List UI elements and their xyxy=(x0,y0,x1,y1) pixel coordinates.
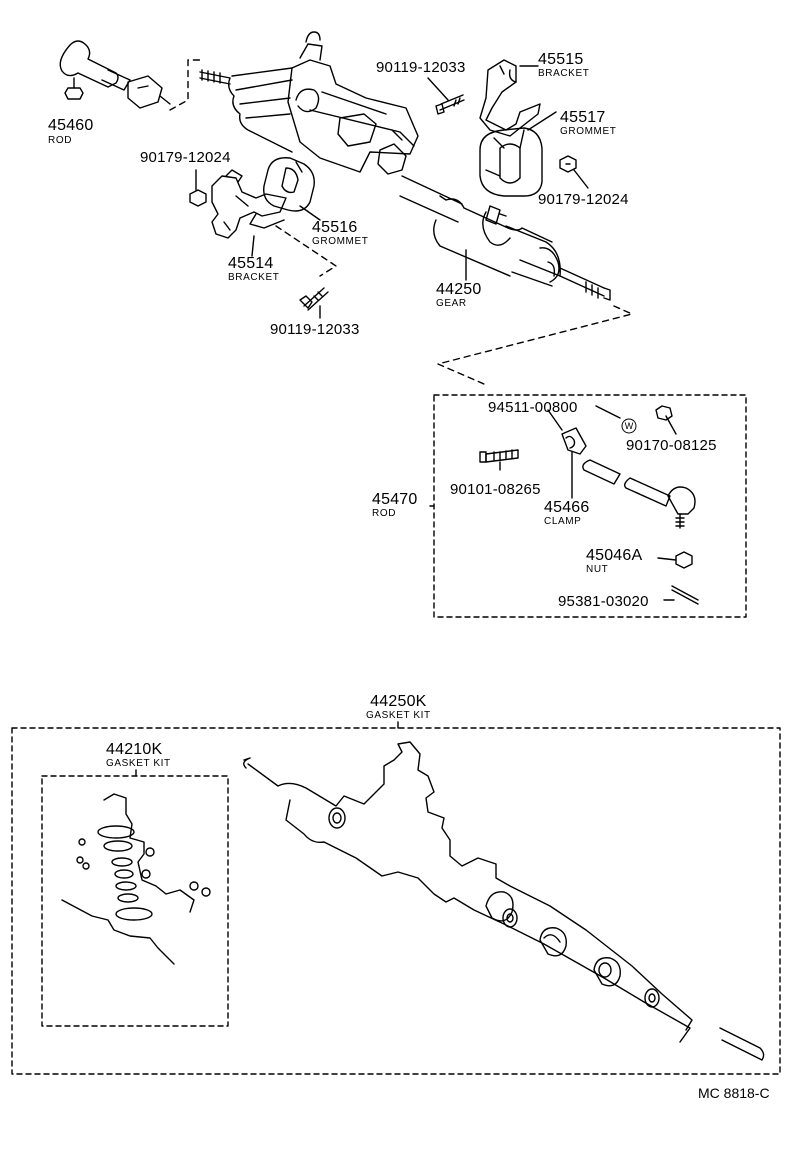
part-number: 45517 xyxy=(560,109,606,126)
part-number: 45516 xyxy=(312,219,358,236)
part-name: GROMMET xyxy=(312,236,369,247)
part-label-45466: 45466 CLAMP xyxy=(544,500,590,527)
leader-nut-90170 xyxy=(665,415,677,435)
part-label-90170: 90170-08125 xyxy=(626,438,717,453)
washer-symbol: W xyxy=(624,421,634,431)
bracket-45515 xyxy=(479,59,541,137)
part-number: 45515 xyxy=(538,51,584,68)
part-label-90119-bottom: 90119-12033 xyxy=(270,322,360,337)
part-number: 95381-03020 xyxy=(558,593,649,610)
valve-gasket-kit-outline xyxy=(61,793,211,965)
gear-housing-gasket-kit-outline xyxy=(243,741,765,1061)
leader-bracket-45514 xyxy=(251,235,255,257)
leader-grommet-45517 xyxy=(527,111,557,131)
rod-assembly-box xyxy=(433,394,747,618)
part-name: GEAR xyxy=(436,298,467,309)
leader-nut-45046A xyxy=(657,557,677,561)
part-label-94511: 94511-00800 xyxy=(488,400,578,415)
part-label-44250K: 44250K GASKET KIT xyxy=(366,694,431,721)
part-number: 90179-12024 xyxy=(538,191,629,208)
bracket-45514 xyxy=(211,169,287,239)
part-label-45470: 45470 ROD xyxy=(372,492,418,519)
leader-dash-45460 xyxy=(169,59,204,111)
part-label-90101: 90101-08265 xyxy=(450,482,541,497)
part-number: 94511-00800 xyxy=(488,399,578,416)
part-label-95381: 95381-03020 xyxy=(558,594,649,609)
rod-45470-sleeve xyxy=(582,459,696,529)
part-name: GASKET KIT xyxy=(106,758,171,769)
clamp-45466 xyxy=(561,427,587,499)
part-name: ROD xyxy=(372,508,397,519)
bolt-90119-top xyxy=(435,94,465,115)
part-name: BRACKET xyxy=(228,272,280,283)
part-label-45046A: 45046A NUT xyxy=(586,548,642,575)
cotter-pin-95381 xyxy=(671,585,699,605)
part-number: 44210K xyxy=(106,741,163,758)
part-name: GASKET KIT xyxy=(366,710,431,721)
part-name: NUT xyxy=(586,564,609,575)
part-number: 44250K xyxy=(370,693,427,710)
part-number: 45460 xyxy=(48,117,94,134)
part-number: 90101-08265 xyxy=(450,481,541,498)
leader-nut-90179-right xyxy=(573,169,589,189)
part-number: 90170-08125 xyxy=(626,437,717,454)
gasket-kit-44250K-box xyxy=(11,727,781,1075)
leader-clamp-94511 xyxy=(547,409,563,431)
leader-dash-bolt-90119-bottom xyxy=(275,225,337,277)
nut-90179-left xyxy=(189,189,207,207)
steering-gear-44250 xyxy=(199,31,611,301)
grommet-45516 xyxy=(263,157,315,212)
leader-washer xyxy=(595,405,621,419)
part-label-45517: 45517 GROMMET xyxy=(560,110,616,137)
part-number: 90119-12033 xyxy=(376,59,466,76)
part-name: ROD xyxy=(48,135,73,146)
part-label-90119-top: 90119-12033 xyxy=(376,60,466,75)
part-number: 45466 xyxy=(544,499,590,516)
part-label-90179-right: 90179-12024 xyxy=(538,192,629,207)
bolt-90119-bottom xyxy=(299,287,329,311)
part-label-45515: 45515 BRACKET xyxy=(538,52,589,79)
part-name: BRACKET xyxy=(538,68,590,79)
part-name: CLAMP xyxy=(544,516,582,527)
part-label-45516: 45516 GROMMET xyxy=(312,220,368,247)
nut-45046A xyxy=(675,551,693,569)
part-label-44250: 44250 GEAR xyxy=(436,282,482,309)
part-number: 90179-12024 xyxy=(140,149,231,166)
part-label-45514: 45514 BRACKET xyxy=(228,256,279,283)
part-number: 45046A xyxy=(586,547,643,564)
part-number: 45514 xyxy=(228,255,274,272)
part-number: 45470 xyxy=(372,491,418,508)
part-label-90179-left: 90179-12024 xyxy=(140,150,231,165)
gasket-kit-44210K-box xyxy=(41,775,229,1027)
bolt-90101 xyxy=(479,449,519,463)
part-name: GROMMET xyxy=(560,126,617,137)
washer-symbol-ring xyxy=(621,418,637,434)
part-number: 90119-12033 xyxy=(270,321,360,338)
nut-90170 xyxy=(655,405,673,421)
leader-grommet-45516 xyxy=(299,205,321,221)
part-number: 44250 xyxy=(436,281,482,298)
part-label-44210K: 44210K GASKET KIT xyxy=(106,742,171,769)
grommet-45517 xyxy=(479,127,543,197)
leader-dash-gear-rod xyxy=(437,305,633,385)
nut-90179-right xyxy=(559,155,577,173)
figure-code: MC 8818-C xyxy=(698,1085,770,1101)
tie-rod-end-45460 xyxy=(59,40,171,109)
leader-bolt-90119-top xyxy=(427,77,449,101)
part-label-45460: 45460 ROD xyxy=(48,118,94,146)
